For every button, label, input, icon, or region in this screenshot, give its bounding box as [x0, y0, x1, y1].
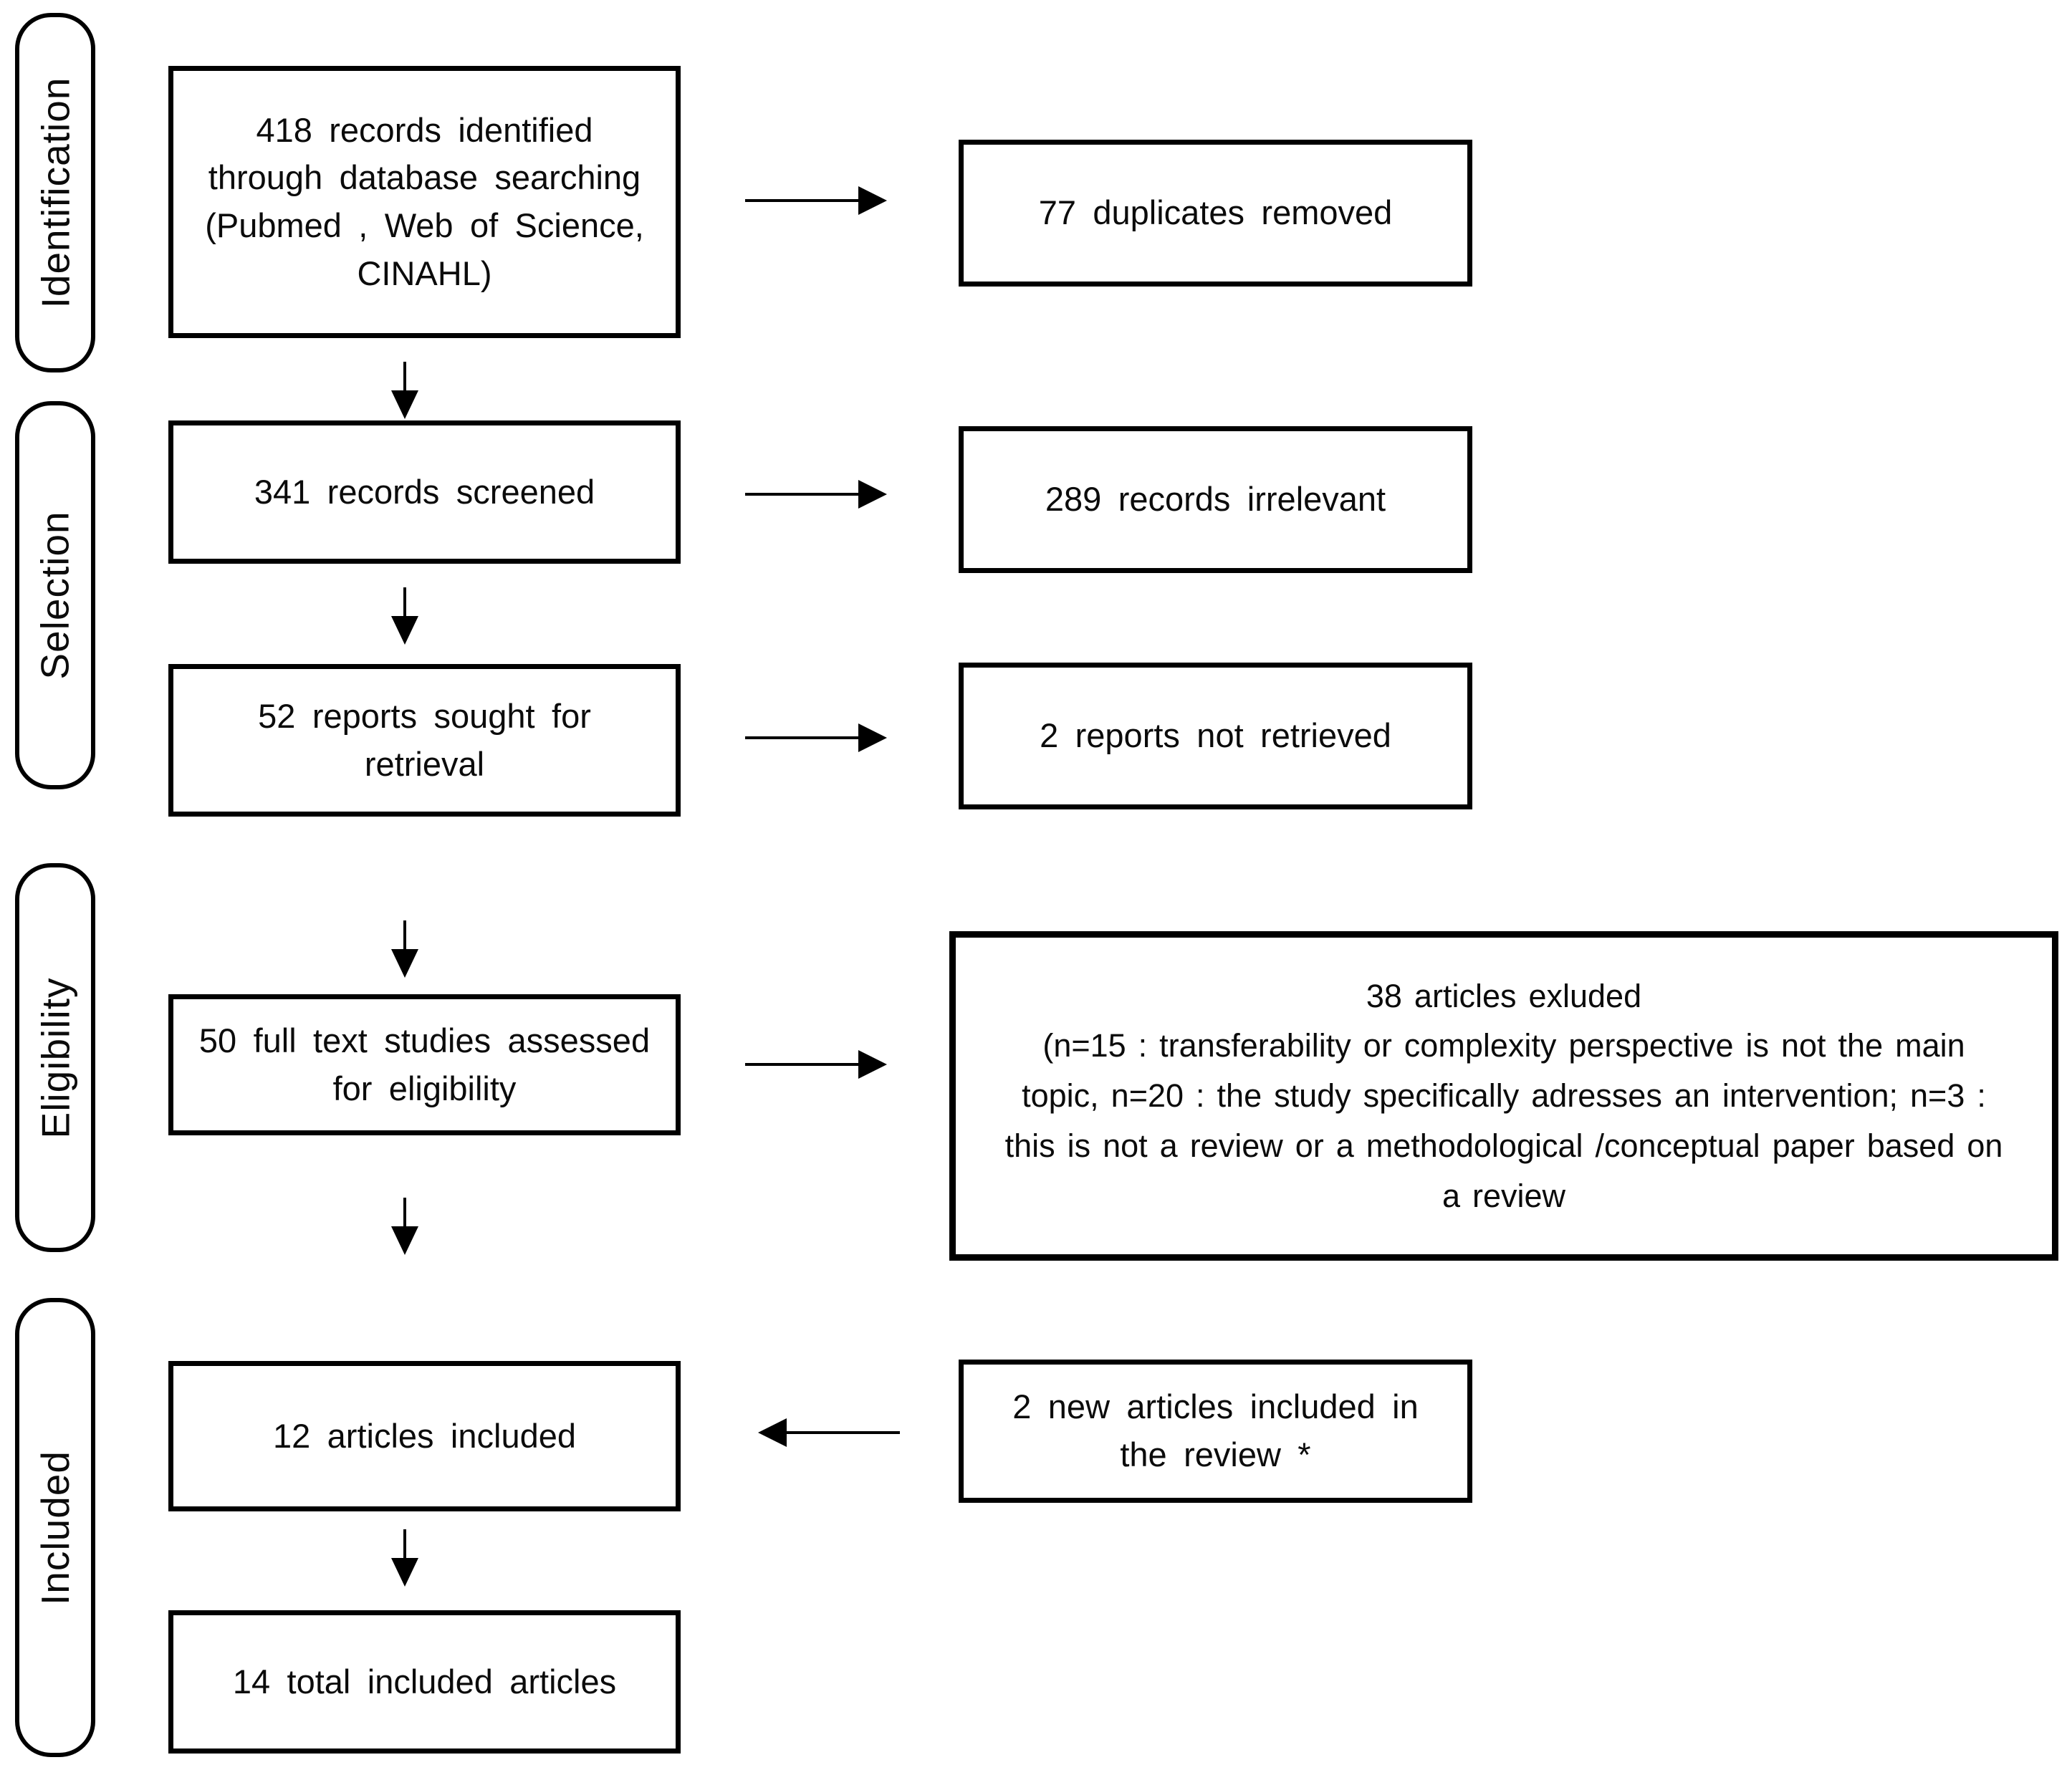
box-total-included: 14 total included articles: [168, 1610, 681, 1754]
arrow-down-icon-3: [391, 920, 418, 978]
box-reports-sought: 52 reports sought for retrieval: [168, 664, 681, 817]
arrow-right-icon-2: [745, 480, 887, 509]
box-total-included-text: 14 total included articles: [232, 1662, 617, 1701]
stage-pill-included: Included: [15, 1298, 95, 1757]
box-duplicates-removed-text: 77 duplicates removed: [1038, 193, 1393, 232]
box-duplicates-removed: 77 duplicates removed: [959, 140, 1472, 287]
box-articles-included-text: 12 articles included: [272, 1416, 577, 1455]
box-records-identified-text: 418 records identified through database …: [205, 110, 644, 292]
arrow-down-icon-5: [391, 1529, 418, 1587]
stage-pill-identification: Identification: [15, 13, 95, 372]
box-fulltext-assessed: 50 full text studies assessed for eligib…: [168, 994, 681, 1135]
box-records-irrelevant: 289 records irrelevant: [959, 426, 1472, 573]
box-records-screened-text: 341 records screened: [254, 472, 595, 511]
arrow-left-icon: [758, 1418, 900, 1447]
arrow-right-icon-3: [745, 723, 887, 752]
stage-pill-selection: Selection: [15, 401, 95, 789]
stage-pill-eligibility: Eligibility: [15, 863, 95, 1252]
box-fulltext-assessed-text: 50 full text studies assessed for eligib…: [198, 1021, 651, 1107]
stage-label-included: Included: [33, 1450, 78, 1605]
arrow-down-icon-1: [391, 362, 418, 419]
box-reports-sought-text: 52 reports sought for retrieval: [258, 696, 591, 783]
arrow-down-icon-4: [391, 1198, 418, 1255]
box-articles-excluded: 38 articles exluded (n=15 : transferabil…: [949, 931, 2058, 1261]
stage-label-selection: Selection: [33, 511, 78, 680]
box-new-articles-included-text: 2 new articles included in the review *: [1012, 1387, 1419, 1473]
stage-label-eligibility: Eligibility: [33, 977, 77, 1138]
arrow-down-icon-2: [391, 587, 418, 645]
box-reports-not-retrieved-text: 2 reports not retrieved: [1040, 716, 1391, 755]
arrow-right-icon-4: [745, 1050, 887, 1079]
box-records-irrelevant-text: 289 records irrelevant: [1045, 480, 1386, 519]
box-records-identified: 418 records identified through database …: [168, 66, 681, 338]
box-articles-included: 12 articles included: [168, 1361, 681, 1511]
box-records-screened: 341 records screened: [168, 420, 681, 564]
arrow-right-icon-1: [745, 186, 887, 215]
box-reports-not-retrieved: 2 reports not retrieved: [959, 663, 1472, 809]
box-articles-excluded-text: 38 articles exluded (n=15 : transferabil…: [1004, 977, 2003, 1214]
stage-label-identification: Identification: [33, 77, 77, 309]
box-new-articles-included: 2 new articles included in the review *: [959, 1360, 1472, 1503]
